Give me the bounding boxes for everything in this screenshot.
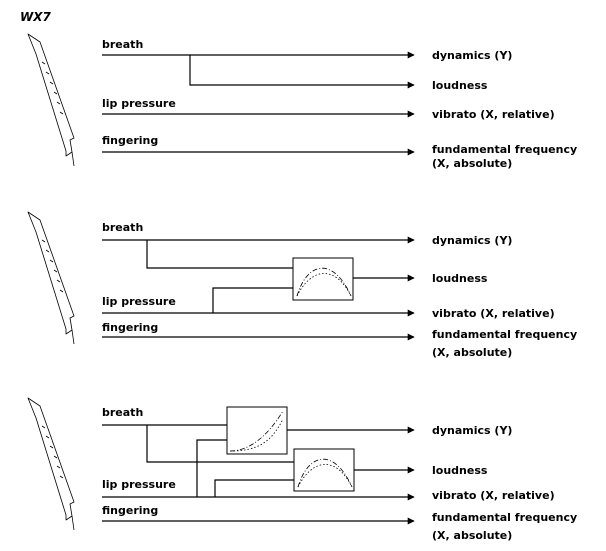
mapping-curve-icon xyxy=(293,448,355,492)
input-label-fingering: fingering xyxy=(102,134,158,147)
output-label-absolute: (X, absolute) xyxy=(432,157,512,170)
lip-pressure-to-dynamics-mapping-line xyxy=(196,439,227,497)
wind-controller-icon xyxy=(27,397,75,531)
input-label-breath: breath xyxy=(102,38,143,51)
wind-controller-icon xyxy=(27,211,75,345)
output-label-loudness: loudness xyxy=(432,272,488,285)
input-label-lip-pressure: lip pressure xyxy=(102,97,176,110)
output-label-dynamics: dynamics (Y) xyxy=(432,49,512,62)
input-label-fingering: fingering xyxy=(102,504,158,517)
output-label-fundamental-frequency: fundamental frequency xyxy=(432,328,577,341)
output-label-fundamental-frequency: fundamental frequency xyxy=(432,143,577,156)
output-label-vibrato: vibrato (X, relative) xyxy=(432,307,555,320)
input-label-lip-pressure: lip pressure xyxy=(102,478,176,491)
output-label-absolute: (X, absolute) xyxy=(432,529,512,542)
breath-to-mapping-line xyxy=(146,240,293,269)
output-label-loudness: loudness xyxy=(432,79,488,92)
breath-to-loudness-mapping-line xyxy=(146,425,294,463)
panel-3: breath lip pressure fingering dynamics (… xyxy=(27,397,577,542)
output-label-loudness: loudness xyxy=(432,464,488,477)
lip-pressure-to-loudness-mapping-line xyxy=(214,479,294,497)
input-label-fingering: fingering xyxy=(102,321,158,334)
output-label-fundamental-frequency: fundamental frequency xyxy=(432,511,577,524)
input-label-breath: breath xyxy=(102,221,143,234)
output-label-dynamics: dynamics (Y) xyxy=(432,234,512,247)
panel-2: breath lip pressure fingering dynamics (… xyxy=(27,211,577,359)
panel-1: breath lip pressure fingering dynamics (… xyxy=(27,33,577,170)
input-label-breath: breath xyxy=(102,406,143,419)
input-label-lip-pressure: lip pressure xyxy=(102,295,176,308)
lip-pressure-to-mapping-line xyxy=(212,287,293,313)
output-label-dynamics: dynamics (Y) xyxy=(432,424,512,437)
mapping-curve-icon xyxy=(292,257,354,301)
breath-to-loudness-line xyxy=(189,55,415,89)
output-label-absolute: (X, absolute) xyxy=(432,346,512,359)
output-label-vibrato: vibrato (X, relative) xyxy=(432,489,555,502)
output-label-vibrato: vibrato (X, relative) xyxy=(432,108,555,121)
diagram-title: WX7 xyxy=(20,10,51,24)
wind-controller-icon xyxy=(27,33,75,167)
mapping-curve-icon xyxy=(226,406,288,455)
